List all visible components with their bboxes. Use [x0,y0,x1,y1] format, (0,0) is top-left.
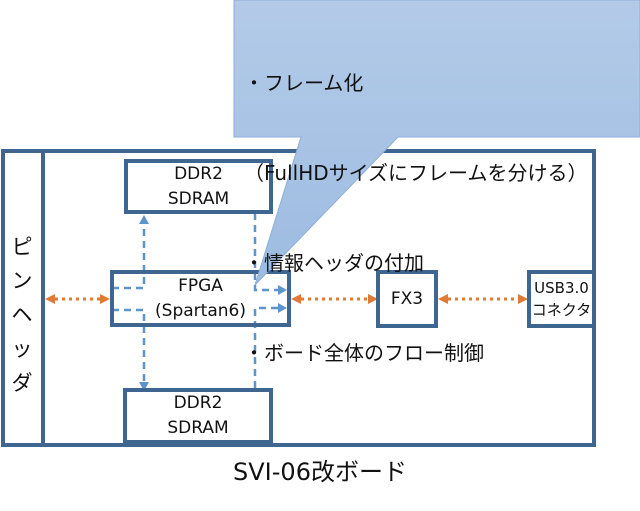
fpga-line2: (Spartan6) [155,300,246,321]
pin-header-char: ン [11,269,33,293]
arrowhead-left-icon [438,294,448,304]
arrowhead-up-icon [139,215,149,224]
arrowhead-down-icon [139,382,149,391]
pin-header-char: ピ [11,235,33,259]
arrowhead-right-icon [518,294,528,304]
callout-text: ・フレーム化 （FullHDサイズにフレームを分ける） ・情報ヘッダの付加 ・ボ… [244,8,587,398]
ddr2-bottom-line2: SDRAM [167,418,229,438]
ddr2-bottom-line1: DDR2 [173,393,223,413]
arrowhead-right-icon [278,285,287,295]
arrowhead-left-icon [45,294,55,304]
arrowhead-right-icon [278,303,287,313]
pin-header-label: ピ ン ヘ ッ ダ [4,230,40,400]
callout-line: ・ボード全体のフロー制御 [244,341,484,365]
ddr2-top-line1: DDR2 [174,163,223,184]
fx3-label: FX3 [390,288,424,309]
fpga-line1: FPGA [178,275,223,296]
ddr2-bottom-block: DDR2 SDRAM [123,388,273,444]
pin-header-char: ダ [11,371,33,395]
callout-line: （FullHDサイズにフレームを分ける） [244,161,588,185]
dashed-arrow-fpga-to-ddr2-top [112,223,146,290]
arrowhead-right-icon [368,294,378,304]
arrowhead-left-icon [291,294,301,304]
callout-line: ・フレーム化 [244,71,364,95]
pin-header-char: ヘ [11,303,33,327]
callout-line: ・情報ヘッダの付加 [244,251,424,275]
ddr2-top-line2: SDRAM [167,188,230,209]
board-caption: SVI-06改ボード [233,458,407,486]
arrowhead-right-icon [100,294,110,304]
usb-line2: コネクタ [531,301,592,319]
fpga-block: FPGA (Spartan6) [110,270,291,327]
dashed-line-ddr2-bottom-out [253,306,278,388]
pin-header-char: ッ [11,337,33,361]
